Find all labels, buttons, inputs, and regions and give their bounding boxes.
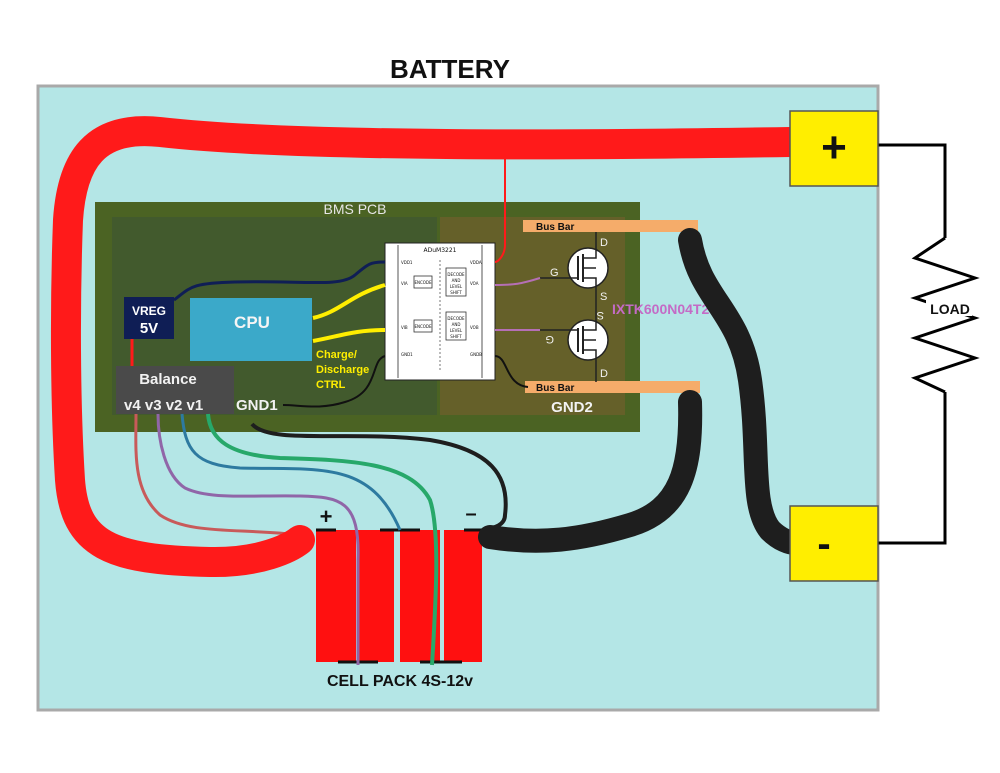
mosfet-pair: D G S S G D IXTK600N04T2: [540, 232, 709, 382]
mosfet-part-label: IXTK600N04T2: [612, 301, 709, 317]
mosfet-pin-s-top: S: [600, 291, 607, 303]
isolator-block-encode-b: ENCODE: [414, 324, 432, 329]
vreg-line2: 5V: [140, 320, 158, 337]
isolator-block-shift-b: SHIFT: [450, 334, 462, 339]
terminal-positive: [789, 110, 879, 187]
cell-pack-label: CELL PACK 4S-12v: [327, 673, 473, 690]
balance-gnd1: GND1: [236, 397, 278, 414]
charge-ctrl-line2: Discharge: [316, 364, 369, 376]
isolator-block-level-b: LEVEL: [450, 328, 463, 333]
load-resistor: [910, 236, 980, 394]
terminal-negative-label: -: [817, 522, 830, 566]
mosfet-pin-g-bottom: G: [545, 333, 554, 345]
isolator-pin-vib: VIB: [401, 325, 408, 330]
isolator-pin-vob: VOB: [470, 325, 479, 330]
isolator-block-and-a: AND: [452, 278, 461, 283]
load-label: LOAD: [930, 301, 970, 317]
isolator-block-level-a: LEVEL: [450, 284, 463, 289]
isolator-part-label: ADuM3221: [424, 247, 457, 254]
mosfet-pin-g-top: G: [550, 267, 559, 279]
black-wire-busbar-to-pack: [478, 390, 703, 553]
cell-pack-plus: +: [320, 504, 333, 529]
terminal-negative: [789, 505, 879, 582]
balance-pins: v4 v3 v2 v1: [124, 397, 203, 414]
isolator-block-and-b: AND: [452, 322, 461, 327]
isolator-pin-gnd1: GND1: [401, 352, 413, 357]
mosfet-pin-s-bottom: S: [597, 309, 604, 321]
cell-pack-minus: –: [465, 503, 476, 525]
isolator-pin-vdd1: VDD1: [401, 260, 413, 265]
cell-2: [358, 530, 394, 662]
isolator-pin-voa: VOA: [470, 281, 479, 286]
isolator-block-encode-a: ENCODE: [414, 280, 432, 285]
mosfet-pin-d-bottom: D: [600, 368, 608, 380]
cell-1: [316, 530, 356, 662]
busbar-bottom: [525, 381, 700, 393]
isolator-block-shift-a: SHIFT: [450, 290, 462, 295]
mosfet-bottom: [540, 300, 609, 382]
isolator-block-decode-b: DECODE: [447, 316, 465, 321]
isolator-block-decode-a: DECODE: [447, 272, 465, 277]
vreg-line1: VREG: [132, 304, 166, 318]
charge-ctrl-line1: Charge/: [316, 349, 357, 361]
battery-title: BATTERY: [390, 54, 510, 84]
isolator-pin-via: VIA: [401, 281, 408, 286]
cell-pack: + – CELL PACK 4S-12v: [316, 503, 482, 690]
isolator-chip: ADuM3221 ENCODE DECODE AND LEVEL SHIFT E…: [384, 242, 496, 381]
busbar-top: [523, 220, 698, 232]
isolator-pin-vdda: VDDA: [470, 260, 482, 265]
isolator-pin-gndb: GNDB: [470, 352, 482, 357]
cell-4: [444, 530, 482, 662]
gnd2-label: GND2: [551, 399, 593, 416]
busbar-bottom-label: Bus Bar: [536, 383, 574, 394]
balance-block: [116, 366, 234, 414]
load-circuit: LOAD: [878, 143, 980, 545]
cpu-block: [190, 298, 312, 361]
bms-pcb-label: BMS PCB: [323, 201, 386, 217]
mosfet-pin-d-top: D: [600, 237, 608, 249]
balance-title: Balance: [139, 371, 197, 388]
red-positive-wire: [50, 116, 805, 578]
mosfet-top: [540, 232, 609, 300]
cpu-label: CPU: [234, 313, 270, 332]
terminal-positive-label: +: [821, 123, 847, 172]
vreg-block: [124, 297, 174, 339]
charge-ctrl-line3: CTRL: [316, 379, 346, 391]
black-wire-busbar-to-minus: [678, 228, 807, 555]
busbar-top-label: Bus Bar: [536, 222, 574, 233]
